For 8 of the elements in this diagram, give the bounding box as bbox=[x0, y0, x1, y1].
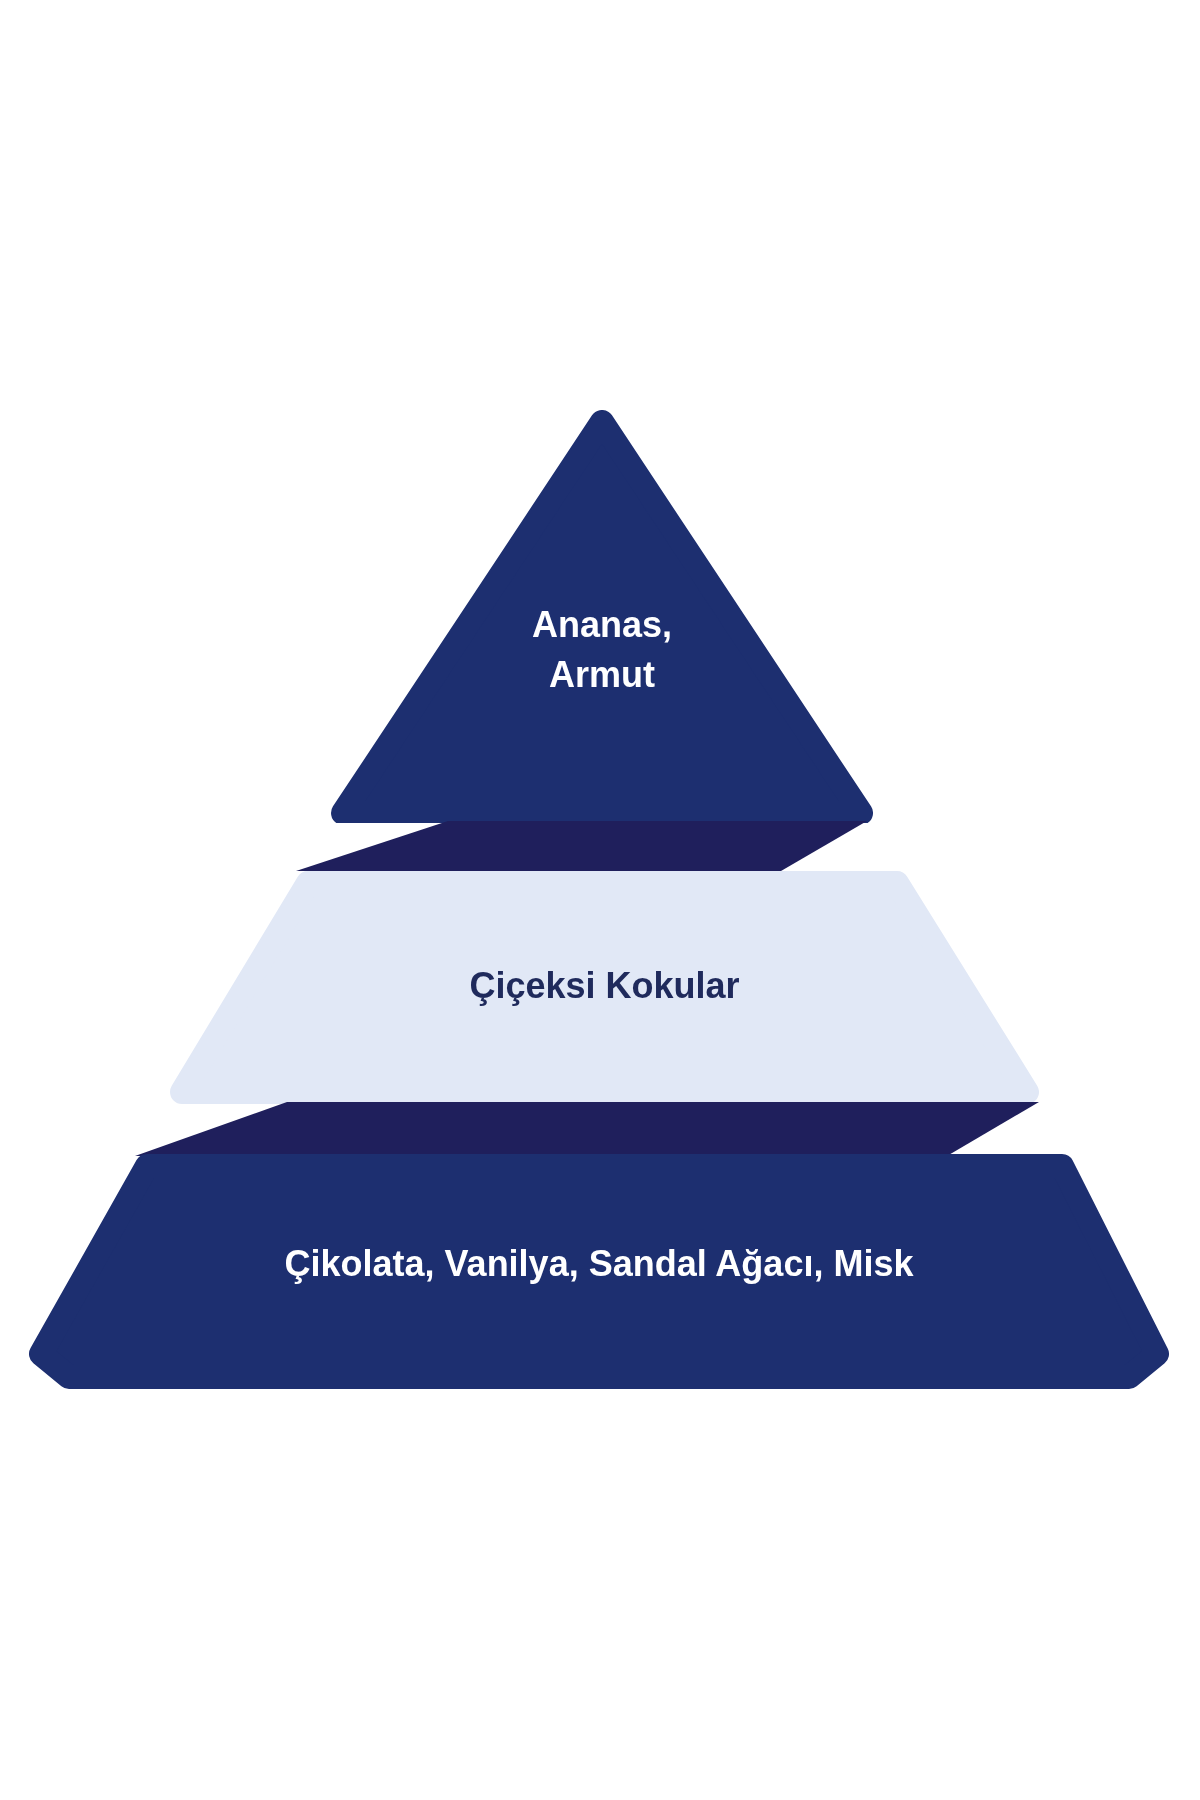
pyramid-bottom-tier bbox=[29, 1154, 1169, 1389]
fold-band bbox=[135, 1102, 1039, 1156]
pyramid-top-triangle bbox=[331, 410, 873, 823]
tier-label: Çiçeksi Kokular bbox=[468, 964, 741, 1008]
tier-label: Ananas, Armut bbox=[530, 603, 673, 698]
pyramid-middle-tier bbox=[170, 871, 1039, 1104]
fold-band bbox=[296, 821, 867, 873]
tier-label: Çikolata, Vanilya, Sandal Ağacı, Misk bbox=[283, 1242, 915, 1286]
